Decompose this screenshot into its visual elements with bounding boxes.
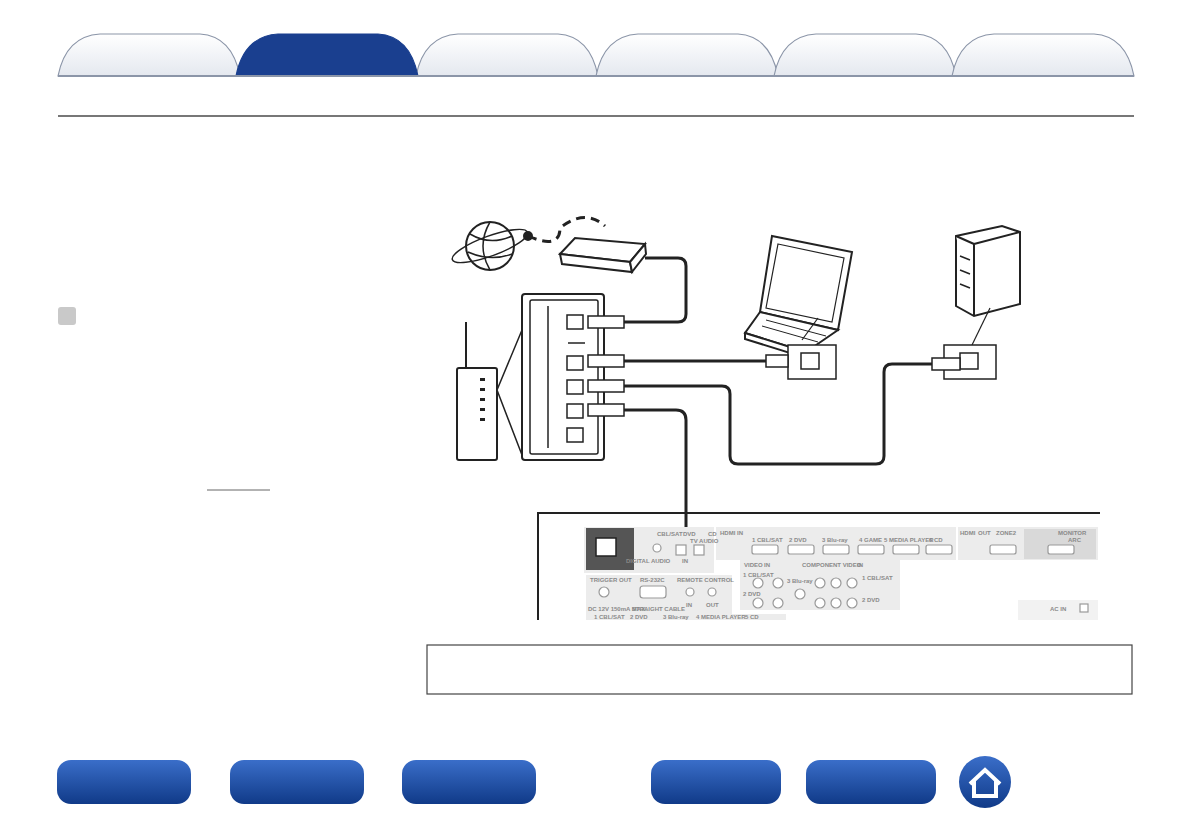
panel-label: 4 GAME: [859, 537, 882, 544]
panel-label: TV AUDIO: [690, 538, 718, 545]
panel-label: ZONE2: [996, 530, 1016, 537]
panel-label: TRIGGER OUT: [590, 577, 632, 584]
panel-label: 3 Blu-ray: [822, 537, 848, 544]
tab-bar: [58, 34, 1134, 76]
panel-label: 2 DVD: [789, 537, 807, 544]
panel-label: 2 DVD: [862, 597, 880, 604]
panel-label: DIGITAL AUDIO: [626, 558, 670, 565]
internet-globe: [449, 222, 532, 270]
panel-label: IN: [737, 530, 743, 537]
laptop: [745, 236, 852, 379]
modem: [560, 238, 646, 272]
panel-label: IN: [857, 562, 863, 569]
router: [457, 294, 604, 460]
panel-label: IN: [686, 602, 692, 609]
panel-label: OUT: [978, 530, 991, 537]
panel-label: HDMI: [960, 530, 975, 537]
panel-label: CD: [708, 531, 717, 538]
panel-label: AC IN: [1050, 606, 1066, 613]
panel-label: STRAIGHT CABLE: [632, 606, 685, 613]
panel-label: COMPONENT VIDEO: [802, 562, 861, 569]
receiver-rear-panel: [538, 513, 1100, 620]
panel-label: IN: [764, 562, 770, 569]
panel-label: VIDEO: [744, 562, 763, 569]
panel-label: MONITOR: [1058, 530, 1086, 537]
panel-label: 5 CD: [745, 614, 759, 621]
panel-label: DVD: [683, 531, 696, 538]
panel-label: HDMI: [720, 530, 735, 537]
lan-cables: [624, 258, 932, 546]
panel-label: ARC: [1068, 537, 1081, 544]
panel-label: 2 DVD: [630, 614, 648, 621]
panel-label: IN: [682, 558, 688, 565]
panel-label: REMOTE CONTROL: [677, 577, 734, 584]
panel-label: 2 DVD: [743, 591, 761, 598]
panel-label: 3 Blu-ray: [663, 614, 689, 621]
panel-label: 1 CBL/SAT: [862, 575, 893, 582]
panel-label: RS-232C: [640, 577, 665, 584]
nav-buttons: [57, 756, 1011, 808]
pc-tower: [944, 226, 1020, 379]
panel-label: 5 MEDIA PLAYER: [884, 537, 934, 544]
rj45-plugs: [588, 316, 960, 552]
panel-label: 1 CBL/SAT: [743, 572, 774, 579]
panel-label: 1 CBL/SAT: [594, 614, 625, 621]
panel-label: 4 MEDIA PLAYER: [696, 614, 746, 621]
panel-label: CBL/SAT: [657, 531, 683, 538]
panel-label: 1 CBL/SAT: [752, 537, 783, 544]
panel-label: 3 Blu-ray: [787, 578, 813, 585]
note-box: [427, 645, 1132, 694]
panel-label: 6 CD: [929, 537, 943, 544]
panel-label: OUT: [706, 602, 719, 609]
